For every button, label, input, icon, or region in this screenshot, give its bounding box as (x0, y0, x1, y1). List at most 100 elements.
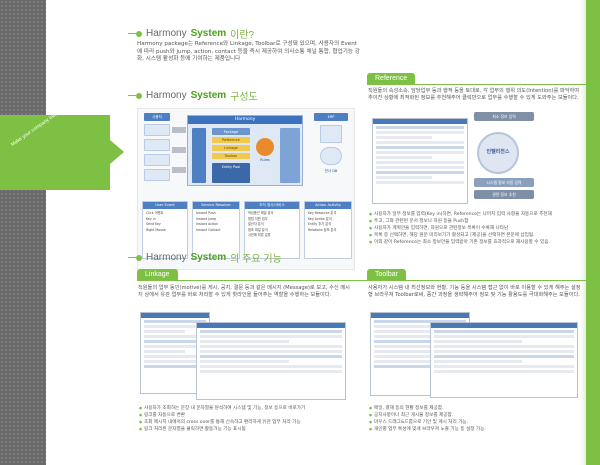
diagram-panel-item: Key Action 분석 (308, 216, 332, 221)
diagram-panel-service: Service Resolver Instant Push Instant Ju… (192, 201, 240, 259)
linkage-bullets: 사용자가 조회하는 문장 내 문자열을 분석하여 시스템 및 기능, 정보 등으… (139, 405, 354, 433)
diagram-window-box (144, 169, 170, 181)
diagram-panel-item: Key Resource 분석 (308, 211, 337, 215)
diagram-panel-item: Right Mouse (146, 227, 166, 232)
reference-paragraph: 직원들의 속성소속, 담당업무 등과 행적 등을 토대로, 각 업무의 행위 의… (368, 88, 580, 101)
diagram-linkage-box: Linkage (212, 145, 250, 151)
diagram-rules-icon (256, 138, 274, 156)
title-word-suffix: 이란? (230, 30, 255, 41)
sidebar-dot-pattern (0, 0, 46, 465)
diagram-panel-item: Click 이벤트 (146, 211, 164, 215)
list-item: 마우스 드래그&드롭으로 기안 및 게시 처리 가능. (369, 419, 584, 426)
diagram-window-box (144, 139, 170, 151)
toolbar-screenshot-right (430, 322, 578, 398)
title-word-harmony: Harmony (146, 252, 187, 263)
diagram-panel-title: User Event (143, 202, 187, 209)
diagram-panel-item: Key in (146, 216, 156, 221)
toolbar-ribbon: Toolbar (367, 269, 600, 281)
diagram-server-icon (320, 125, 342, 143)
bullet-dot-icon (128, 92, 142, 99)
reference-divider (367, 84, 585, 85)
list-item: 목록 중 선택하면, 해당 원문 미리보기가 활성되고 [제공]을 선택하면 본… (369, 232, 584, 239)
diagram-harmony-title: Harmony (188, 116, 302, 124)
toolbar-divider (367, 280, 585, 281)
section-title-features: Harmony System 의 주요 기능 (128, 250, 282, 265)
diagram-user-header: 사용자 (144, 113, 170, 121)
reference-pill-recommend: 관련 정보 추천 (474, 190, 534, 199)
sidebar-green-tab (0, 115, 124, 190)
list-item: 링크 처리된 문자열을 클릭하면 활동가능 기능 표시됨 (139, 426, 354, 433)
diagram-panel-item: 작성중인 메일 분석 (248, 211, 274, 215)
diagram-label: Rules (260, 158, 270, 162)
title-word-suffix: 구성도 (230, 92, 258, 103)
architecture-diagram: 사용자 Harmony Package Reference Linkage To… (137, 108, 355, 270)
list-item: 공지사항이나 최근 게시물 정보를 제공함. (369, 412, 584, 419)
section-title-architecture: Harmony System 구성도 (128, 88, 258, 103)
diagram-erp-header: ERP (314, 113, 348, 121)
diagram-panel-item: Instant Push (196, 211, 216, 215)
diagram-panel-item: Instant Action (196, 222, 219, 226)
reference-pill-auto-input: 시스템 정보 자동 입력 (474, 178, 534, 187)
diagram-panel-org: 조직 정서/서비스 작성중인 메일 분석 협업 지원 업무 발신자 분석 참조 … (244, 201, 300, 259)
list-item: 사용자가 계획안을 입력하면, 자원으로 관련정보 목록이 수록해 나타남 (369, 225, 584, 232)
left-sidebar (0, 0, 110, 465)
diagram-panel-item: 참조 파일 분석 (248, 227, 268, 232)
diagram-label: 전사 DB (324, 169, 338, 173)
diagram-panel-title: Action Activity (305, 202, 351, 209)
diagram-panel-item: 사전에 따른 분류 (248, 233, 271, 237)
diagram-service-dispatcher (192, 128, 206, 183)
diagram-arrow (172, 147, 186, 153)
title-word-system: System (190, 252, 227, 263)
title-word-harmony: Harmony (146, 28, 187, 39)
list-item: 사용자가 일부 정보를 입력(Key in)하면, Reference는 나머지… (369, 211, 584, 218)
linkage-paragraph: 직원들의 업무 동인(motive)를 게시, 공지, 결문 등과 같은 메시지… (138, 285, 350, 298)
list-item: 이외 같이 Reference는 최소 정보만을 입력받아 기존 정보를 효과적… (369, 239, 584, 246)
section-title-about: Harmony System 이란? (128, 26, 255, 41)
right-green-strip (580, 0, 600, 465)
diagram-arrow (172, 167, 186, 173)
title-word-system: System (190, 90, 227, 101)
bullet-dot-icon (128, 254, 142, 261)
diagram-window-box (144, 154, 170, 166)
diagram-label: Linkage (224, 146, 238, 150)
diagram-panel-title: Service Resolver (193, 202, 239, 209)
title-word-suffix: 의 주요 기능 (230, 254, 282, 265)
reference-circle-label: 인텔리전스 (486, 149, 510, 155)
reference-screenshot (372, 118, 468, 204)
diagram-panel-item: Entity 추가 분석 (308, 222, 332, 226)
reference-flow: 최소 정보 입력 (474, 112, 534, 124)
title-word-harmony: Harmony (146, 90, 187, 101)
linkage-screenshot-right (196, 322, 346, 400)
about-paragraph: Harmony package는 Reference와 Linkage, Too… (137, 41, 360, 63)
diagram-window-box (144, 124, 170, 136)
linkage-divider (137, 280, 355, 281)
list-item: 링크를 자동으로 변환 (139, 412, 354, 419)
diagram-panel-item: Instant Contact (196, 227, 221, 232)
diagram-label: Reference (222, 138, 240, 142)
list-item: 사용자가 조회하는 문장 내 문자열을 분석하여 시스템 및 기능, 정보 등으… (139, 405, 354, 412)
linkage-ribbon: Linkage (137, 269, 405, 281)
title-word-system: System (190, 28, 227, 39)
reference-ribbon: Reference (367, 73, 600, 85)
reference-intelligence-circle: 인텔리전스 (477, 132, 519, 174)
diagram-entity-pool: Entity Pool (212, 163, 250, 183)
diagram-label: Toolbar (224, 154, 238, 158)
reference-pill-min-input: 최소 정보 입력 (474, 112, 534, 121)
diagram-panel-user-event: User Event Click 이벤트 Key in Send Key Rig… (142, 201, 188, 259)
diagram-label: Entity Pool (221, 165, 241, 169)
list-item: 메일, 결재 등의 현황 정보를 제공함. (369, 405, 584, 412)
reference-bullets: 사용자가 일부 정보를 입력(Key in)하면, Reference는 나머지… (369, 211, 584, 246)
diagram-harmony-core: Harmony Package Reference Linkage Toolba… (187, 115, 303, 186)
reference-flow-bottom: 시스템 정보 자동 입력 관련 정보 추천 (474, 178, 534, 202)
diagram-panel-item: Send Key (146, 222, 161, 226)
diagram-resource-column (280, 128, 300, 183)
diagram-panel-title: 조직 정서/서비스 (245, 202, 299, 209)
diagram-label: ERP (327, 114, 335, 119)
list-item: 초회 메시지 내에서의 cross over를 통해 신속하고 편리하게 유관 … (139, 419, 354, 426)
diagram-panel-item: Instant Jump (196, 216, 217, 221)
diagram-reference-box: Reference (212, 137, 250, 143)
diagram-panel-item: 협업 지원 업무 (248, 216, 268, 221)
diagram-panel-item: Relations 정보 분석 (308, 227, 337, 232)
bullet-dot-icon (128, 30, 142, 37)
list-item: 개인별 업무 특성에 맞게 브라우져 노출 기능 등 설정 가능. (369, 426, 584, 433)
